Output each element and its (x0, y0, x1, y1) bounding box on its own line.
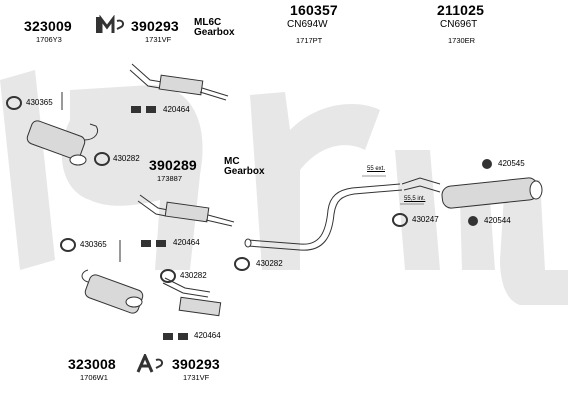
part-number: 390289 (149, 157, 197, 173)
part-number: 323009 (24, 18, 72, 34)
part-number: 211025 (437, 2, 485, 18)
part-number: 390293 (172, 356, 220, 372)
dimension-note: 55,5 int. (404, 196, 426, 202)
manual-transmission-icon (96, 15, 125, 33)
rear-silencer-bottom-left (81, 240, 144, 314)
part-number: 323008 (68, 356, 116, 372)
rear-silencer-top-left (26, 92, 98, 166)
front-pipe-catalyst-mid (137, 194, 235, 227)
rear-silencer-right (401, 177, 543, 209)
part-code: 1731VF (183, 373, 210, 382)
part-code: 173887 (157, 174, 183, 183)
rubber-mount-icon (141, 240, 166, 247)
gearbox-label: MC Gearbox (224, 156, 265, 177)
mount-number: 420464 (194, 331, 221, 340)
part-code: CN696T (440, 19, 478, 30)
part-code: 1706W1 (80, 373, 108, 382)
clamp-number: 430282 (256, 259, 283, 268)
part-number: 160357 (290, 2, 338, 18)
clamp-number: 430282 (113, 154, 140, 163)
part-code: 1706Y3 (36, 35, 62, 44)
clamp-ring-icon (60, 238, 76, 252)
part-code: 1731VF (145, 35, 172, 44)
part-code: 1717PT (296, 36, 323, 45)
clamp-ring-icon (6, 96, 22, 110)
clamp-ring-icon (234, 257, 250, 271)
gearbox-label: ML6C Gearbox (194, 17, 235, 38)
rubber-mount-icon (163, 333, 188, 340)
clamp-number: 430247 (412, 215, 439, 224)
clamp-number: 430282 (180, 271, 207, 280)
middle-pipe (244, 183, 403, 251)
clamp-ring-icon (160, 269, 176, 283)
rubber-mount-icon (468, 216, 478, 226)
rubber-mount-icon (131, 106, 156, 113)
mount-number: 420464 (163, 105, 190, 114)
clamp-number: 430365 (26, 98, 53, 107)
part-code: 1730ER (448, 36, 476, 45)
clamp-number: 430365 (80, 240, 107, 249)
front-pipe-catalyst-top (129, 63, 229, 101)
automatic-transmission-icon (136, 354, 164, 373)
clamp-ring-icon (94, 152, 110, 166)
clamp-ring-icon (392, 213, 408, 227)
dimension-note: 55 ext. (367, 166, 386, 172)
mount-number: 420544 (484, 216, 511, 225)
rubber-mount-icon (482, 159, 492, 169)
mount-number: 420464 (173, 238, 200, 247)
part-number: 390293 (131, 18, 179, 34)
part-code: CN694W (287, 19, 328, 30)
mount-number: 420545 (498, 159, 525, 168)
